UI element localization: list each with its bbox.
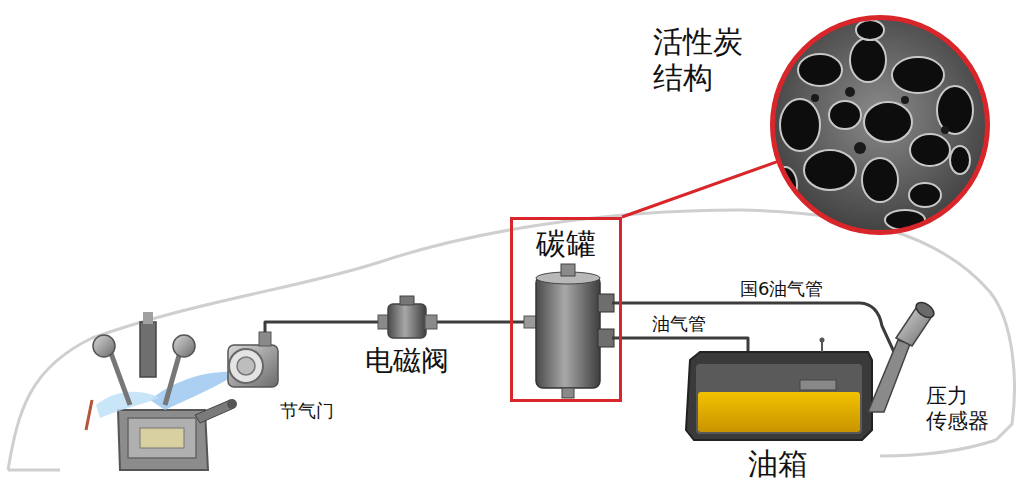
- throttle-body: 节气门: [212, 332, 334, 424]
- pressure-sensor: 压力 传感器: [860, 280, 1000, 440]
- pipe-label: 国6油气管: [740, 278, 823, 300]
- throttle-body-illustration: [228, 332, 278, 387]
- solenoid-valve: 电磁阀: [352, 298, 462, 380]
- component-label: 节气门: [280, 400, 334, 422]
- component-label: 电磁阀: [365, 344, 449, 378]
- carbon-structure-circle: 活性炭 结构: [770, 15, 990, 235]
- engine-illustration: [86, 312, 240, 470]
- fuel-tank: 油箱: [680, 345, 875, 482]
- pipe-connector: [622, 338, 748, 345]
- activated-carbon-micrograph: [770, 15, 990, 235]
- callout-line: [622, 162, 777, 217]
- canister-box: 碳罐: [510, 217, 622, 402]
- callout-line: [622, 162, 777, 217]
- fuel-tank-illustration: [686, 338, 872, 441]
- pipe-connector: [265, 322, 352, 332]
- pipe-connector: [622, 338, 748, 345]
- component-label: 压力 传感器: [926, 384, 990, 434]
- pipe-connector: [265, 322, 352, 332]
- filler-neck-illustration: [860, 299, 937, 412]
- pipe-connector: [622, 302, 860, 305]
- pipe-connector: [622, 303, 860, 304]
- canister-illustration: [510, 264, 622, 398]
- component-label: 碳罐: [536, 226, 596, 262]
- component-label: 活性炭 结构: [653, 24, 745, 96]
- pipe-connector: [462, 321, 510, 324]
- car-outline: [8, 210, 1014, 470]
- solenoid-valve-illustration: [352, 296, 462, 338]
- pipe-connector: [462, 322, 510, 323]
- pipe-label: 油气管: [652, 313, 706, 335]
- component-label: 油箱: [748, 446, 808, 482]
